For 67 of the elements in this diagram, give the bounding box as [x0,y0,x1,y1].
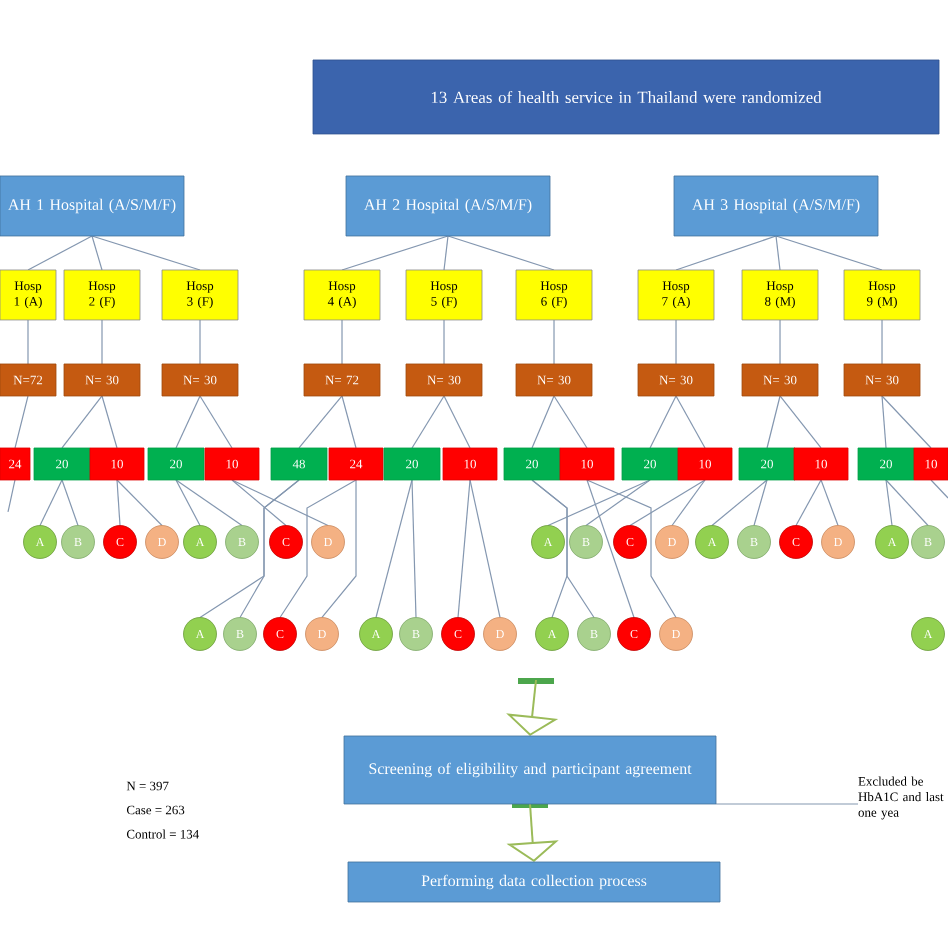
connector-line [443,395,471,449]
connector-line [553,395,588,449]
connector-line [775,235,883,271]
connector-line [231,479,329,527]
connector-line [239,479,300,619]
connector-line [199,319,201,365]
connector-line [779,395,822,449]
connector-line [531,479,595,619]
connector-line [531,395,555,449]
connector-line [586,479,677,619]
connector-line [675,319,677,365]
title-box: 13 Areas of health service in Thailand were randomized [312,59,940,135]
connector-line [443,235,449,271]
connector-line [766,395,781,449]
connector-line [585,479,651,527]
connector-line [711,479,768,527]
connector-line [101,395,118,449]
connector-line [175,479,243,527]
connector-line [671,479,706,527]
connector-line [629,479,706,527]
connector-line [116,479,121,527]
connector-line [547,479,651,527]
connector-line [881,395,932,449]
connector-line [199,395,233,449]
connector-line [39,479,63,527]
connector-line [375,479,413,619]
connector-line [586,479,635,619]
connector-line [175,395,201,449]
connector-line [341,235,449,271]
connector-line [753,479,768,527]
connector-line [881,319,883,365]
connector-line [885,479,893,527]
connector-line [885,479,929,527]
leader-line [715,803,859,805]
connector-line [341,319,343,365]
connector-line [116,479,163,527]
connector-line [930,479,948,499]
connector-line [443,319,445,365]
connector-line [61,395,103,449]
connector-line [881,395,887,449]
connector-line [411,395,445,449]
connector-line [279,479,357,619]
connector-line [231,479,287,527]
connector-line [14,395,29,449]
connector-line [7,479,16,513]
connector-line [469,479,501,619]
connector-line [775,235,781,271]
connector-line [27,319,29,365]
connector-line [411,479,417,619]
connector-line [61,479,79,527]
connector-line [457,479,471,619]
connector-line [649,395,677,449]
connector-line [447,235,555,271]
connector-line [779,319,781,365]
connector-line [321,479,357,619]
connector-line [795,479,822,527]
connector-line [298,395,343,449]
connector-line [91,235,201,271]
connector-line [341,395,357,449]
connector-line [553,319,555,365]
connector-line [675,395,706,449]
connector-line [91,235,103,271]
connector-line [27,235,93,271]
connector-line [175,479,201,527]
connector-line [101,319,103,365]
connector-line [820,479,839,527]
connector-line [675,235,777,271]
